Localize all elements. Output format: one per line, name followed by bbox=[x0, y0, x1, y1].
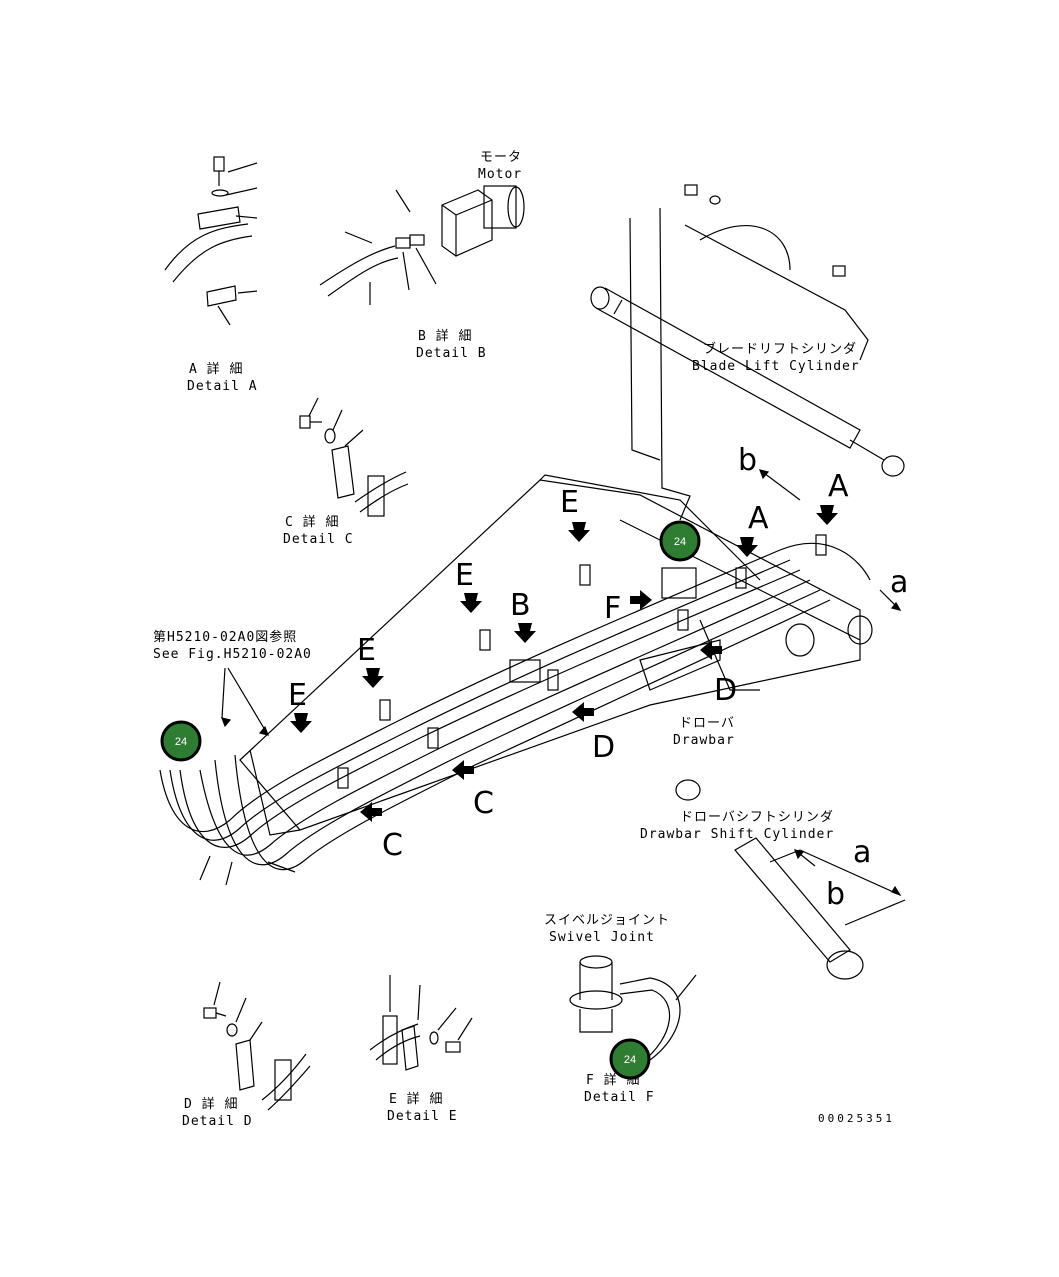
section-letter-a-2: a bbox=[853, 835, 871, 870]
detail-a-drawing bbox=[164, 156, 258, 326]
part-hotspot-number: 24 bbox=[624, 1054, 636, 1066]
detail-c-label-en: Detail C bbox=[283, 532, 354, 547]
view-letter-b: B bbox=[510, 588, 531, 623]
detail-d-drawing bbox=[203, 981, 311, 1111]
view-letter-a-1: A bbox=[748, 501, 769, 536]
detail-d-label-en: Detail D bbox=[182, 1114, 253, 1129]
detail-b-label-en: Detail B bbox=[416, 346, 487, 361]
detail-f-label-en: Detail F bbox=[584, 1090, 655, 1105]
see-fig-label-jp: 第H5210-02A0図参照 bbox=[153, 629, 297, 645]
swivel-joint-drawing bbox=[569, 955, 697, 1065]
drawbar-shift-cylinder-drawing bbox=[675, 779, 906, 980]
view-letter-f: F bbox=[604, 591, 621, 626]
detail-a-label-en: Detail A bbox=[187, 379, 258, 394]
blade-lift-cylinder-drawing bbox=[590, 184, 905, 521]
detail-b-label-jp: B 詳 細 bbox=[418, 328, 472, 344]
section-letter-b-2: b bbox=[826, 877, 845, 912]
view-letter-e-2: E bbox=[455, 558, 474, 593]
blade-lift-cylinder-label-jp: ブレードリフトシリンダ bbox=[703, 341, 857, 357]
view-letter-e-1: E bbox=[560, 485, 579, 520]
part-hotspot-number: 24 bbox=[674, 536, 686, 548]
view-arrows bbox=[290, 505, 838, 822]
swivel-joint-label-en: Swivel Joint bbox=[549, 930, 655, 945]
figure-code: 00025351 bbox=[818, 1112, 895, 1125]
see-fig-label-en: See Fig.H5210-02A0 bbox=[153, 647, 312, 662]
section-letter-b-1: b bbox=[738, 443, 757, 478]
detail-c-drawing bbox=[299, 397, 409, 517]
detail-e-label-en: Detail E bbox=[387, 1109, 458, 1124]
part-hotspot-24-main[interactable]: 24 bbox=[659, 520, 701, 562]
drawbar-shift-cylinder-label-jp: ドローバシフトシリンダ bbox=[680, 810, 834, 825]
direction-arrows bbox=[221, 469, 902, 897]
view-letter-e-3: E bbox=[357, 633, 376, 668]
swivel-joint-label-jp: スイベルジョイント bbox=[544, 913, 670, 928]
part-hotspot-24-left[interactable]: 24 bbox=[160, 720, 202, 762]
blade-lift-cylinder-label-en: Blade Lift Cylinder bbox=[692, 359, 860, 374]
detail-b-drawing bbox=[319, 185, 525, 305]
detail-c-label-jp: C 詳 細 bbox=[285, 514, 339, 530]
view-letter-c-1: C bbox=[473, 786, 494, 821]
view-letter-e-4: E bbox=[288, 678, 307, 713]
view-letter-d-1: D bbox=[714, 673, 737, 708]
part-hotspot-24-detail-f[interactable]: 24 bbox=[609, 1038, 651, 1080]
drawbar-label-jp: ドローバ bbox=[679, 716, 735, 731]
detail-a-label-jp: A 詳 細 bbox=[189, 361, 243, 377]
section-letter-a-1: a bbox=[890, 565, 908, 600]
drawbar-label-en: Drawbar bbox=[673, 733, 735, 748]
detail-e-drawing bbox=[369, 975, 473, 1071]
motor-label-en: Motor bbox=[478, 167, 522, 182]
motor-label-jp: モータ bbox=[480, 150, 522, 165]
view-letter-d-2: D bbox=[592, 730, 615, 765]
view-letter-a-2: A bbox=[828, 469, 849, 504]
drawbar-shift-cylinder-label-en: Drawbar Shift Cylinder bbox=[640, 827, 834, 842]
part-hotspot-number: 24 bbox=[175, 736, 187, 748]
view-letter-c-2: C bbox=[382, 828, 403, 863]
detail-d-label-jp: D 詳 細 bbox=[184, 1096, 238, 1112]
detail-e-label-jp: E 詳 細 bbox=[389, 1091, 443, 1107]
